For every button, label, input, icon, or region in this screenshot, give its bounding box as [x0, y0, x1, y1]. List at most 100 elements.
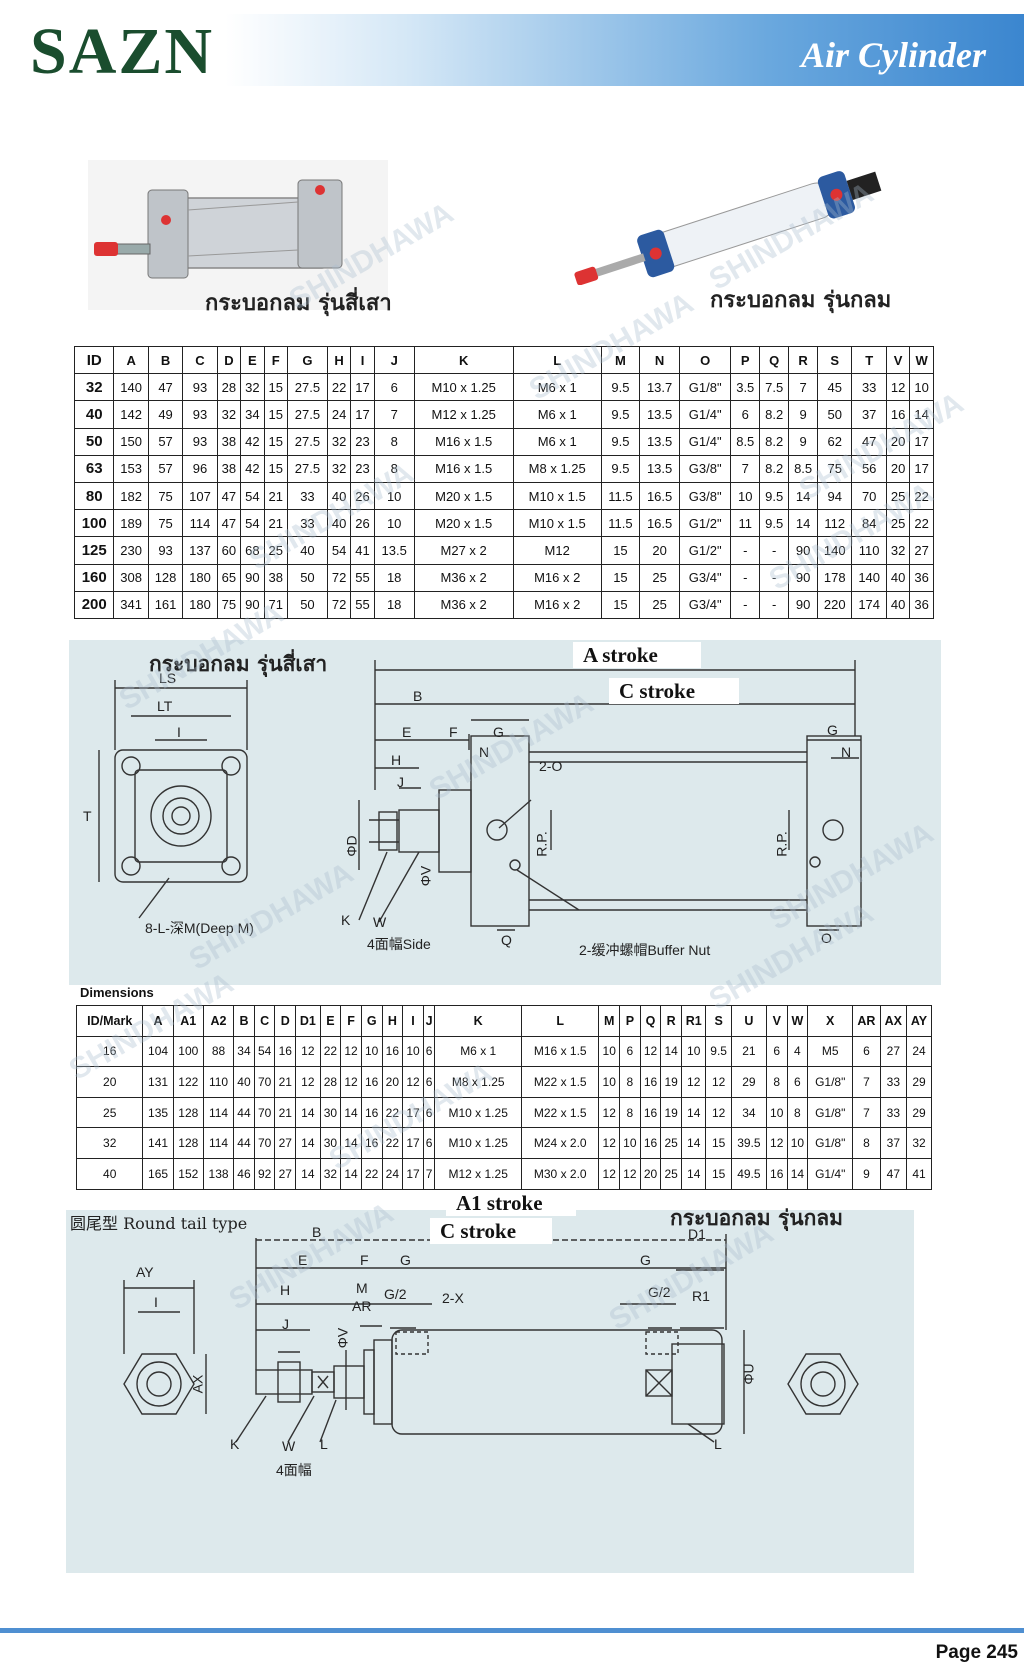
column-header: L [521, 1005, 600, 1037]
column-header: Q [759, 345, 790, 375]
label-8l: 8-L-深M(Deep M) [145, 920, 254, 936]
table-cell: 12 [340, 1035, 362, 1068]
table-cell: 84 [851, 509, 887, 538]
label-n-right: N [841, 744, 852, 760]
table-cell: 12 [885, 373, 911, 402]
table-cell: 16 [360, 1066, 383, 1098]
table-cell: 30 [319, 1127, 342, 1159]
round-cylinder-schematic [123, 1234, 859, 1443]
photo-round-cylinder [548, 160, 908, 286]
table-cell: 100 [73, 509, 115, 538]
table-cell: 40 [286, 536, 328, 565]
table-cell: 12 [598, 1096, 621, 1129]
table-cell: - [759, 563, 790, 592]
column-header: Q [639, 1005, 662, 1037]
table-cell: 46 [233, 1157, 255, 1190]
column-header: S [817, 345, 853, 375]
table-cell: M16 x 1.5 [413, 427, 514, 456]
table-cell: 33 [851, 373, 887, 402]
table-cell: 27.5 [286, 373, 328, 402]
table-cell: 27.5 [286, 454, 328, 483]
label-j-2: J [282, 1316, 289, 1332]
table-cell: 150 [113, 427, 149, 456]
table-cell: 182 [113, 481, 149, 511]
table-cell: 10 [598, 1035, 621, 1068]
column-header: N [639, 345, 681, 375]
table-cell: 114 [182, 509, 218, 538]
table-cell: 32 [885, 536, 911, 565]
column-header: D [274, 1005, 297, 1037]
table-cell: 8 [619, 1066, 641, 1098]
table-cell: 49 [147, 400, 184, 429]
round-cylinder-illustration [574, 171, 882, 286]
table-cell: 110 [202, 1066, 235, 1098]
brand-logo: SAZN [30, 15, 215, 88]
table-cell: 14 [340, 1127, 362, 1159]
table-cell: 10 [730, 481, 761, 511]
table-cell: 18 [373, 563, 415, 592]
table-cell: 140 [851, 563, 887, 592]
table-cell: 220 [817, 590, 853, 619]
label-lt: LT [157, 698, 173, 714]
table-cell: 70 [253, 1066, 276, 1098]
column-header: R [660, 1005, 682, 1037]
table-cell: 25 [885, 509, 911, 538]
table-cell: G1/4" [679, 427, 732, 456]
table-cell: 341 [113, 590, 149, 619]
table-cell: 230 [113, 536, 149, 565]
table-cell: 39.5 [730, 1127, 767, 1159]
table-cell: 125 [73, 536, 115, 565]
table-cell: M6 x 1 [512, 427, 602, 456]
table-cell: 7 [373, 400, 415, 429]
table-cell: 10 [619, 1127, 641, 1159]
table-cell: 107 [182, 481, 218, 511]
table-cell: 9.5 [600, 400, 641, 429]
table-cell: 6 [852, 1035, 881, 1068]
table-cell: 9.5 [600, 427, 641, 456]
table-cell: 93 [182, 373, 218, 402]
table-cell: 72 [326, 563, 352, 592]
table-cell: 18 [373, 590, 415, 619]
table-cell: 45 [817, 373, 853, 402]
table-cell: 7 [422, 1157, 436, 1190]
table-cell: 40 [885, 590, 911, 619]
label-ar-2: AR [352, 1298, 372, 1314]
table-cell: 16 [360, 1096, 383, 1129]
label-k-2: K [230, 1436, 240, 1452]
table-cell: 112 [817, 509, 853, 538]
table-cell: 21 [274, 1096, 297, 1129]
table-cell: 29 [906, 1066, 932, 1098]
table-cell: 153 [113, 454, 149, 483]
column-header: G [286, 345, 328, 375]
label-i: I [177, 724, 181, 740]
table-cell: 71 [263, 590, 288, 619]
table-cell: 33 [286, 509, 328, 538]
table-cell: - [730, 563, 761, 592]
table-cell: 16 [360, 1127, 383, 1159]
table-cell: 16 [381, 1035, 404, 1068]
table-cell: 26 [350, 509, 375, 538]
photo-square-cylinder [88, 160, 388, 310]
table-cell: 6 [422, 1066, 436, 1098]
table-cell: 7.5 [759, 373, 790, 402]
table-cell: 178 [817, 563, 853, 592]
table-cell: 29 [906, 1096, 932, 1129]
table-cell: 94 [817, 481, 853, 511]
table-cell: M10 x 1.25 [434, 1127, 523, 1159]
column-header: J [373, 345, 415, 375]
table-cell: 12 [295, 1066, 321, 1098]
table-cell: 38 [216, 454, 242, 483]
table-cell: 9.5 [600, 373, 641, 402]
label-k: K [341, 912, 351, 928]
table-cell: 11 [730, 509, 761, 538]
column-header: F [340, 1005, 362, 1037]
table-cell: 32 [75, 1127, 144, 1159]
table-cell: 88 [202, 1035, 235, 1068]
square-cylinder-drawing: กระบอกลม รุ่นสี่เสา A stroke C stroke LS… [69, 640, 941, 985]
column-header: T [851, 345, 887, 375]
column-header: D [216, 345, 242, 375]
table-cell: 24 [381, 1157, 404, 1190]
